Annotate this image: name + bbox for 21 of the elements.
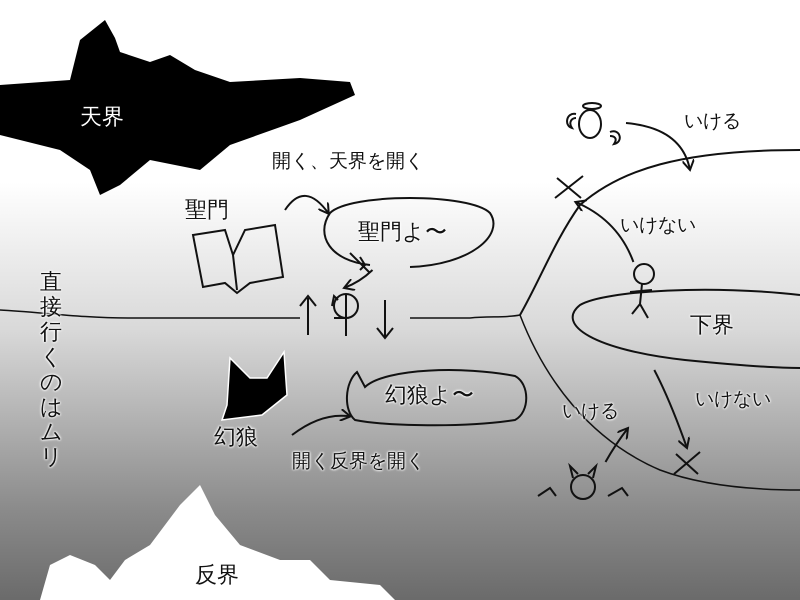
arrow xyxy=(653,370,690,449)
region-label: 反界 xyxy=(195,562,239,590)
region-label: 幻狼よ〜 xyxy=(385,382,474,410)
arrow xyxy=(626,122,694,171)
region-label: 天界 xyxy=(80,104,124,132)
region-label: 幻狼 xyxy=(214,424,258,452)
edge-label: いけない xyxy=(695,387,771,412)
edge-label: 開く反界を開く xyxy=(292,449,425,474)
edge-label: いける xyxy=(684,109,741,134)
edge-label: いけない xyxy=(620,213,696,238)
arrow xyxy=(574,200,634,262)
arrow xyxy=(291,408,352,436)
note-text: 直接行くのはムリ xyxy=(40,270,64,470)
edge-label: 開く、天界を開く xyxy=(272,149,424,174)
arrow xyxy=(343,269,374,291)
region-label: 聖門よ〜 xyxy=(358,219,447,247)
arrow xyxy=(284,194,330,215)
region-label: 下界 xyxy=(690,312,734,340)
edge-label: いける xyxy=(562,399,619,424)
arrow xyxy=(604,427,629,462)
region-label: 聖門 xyxy=(185,197,229,225)
